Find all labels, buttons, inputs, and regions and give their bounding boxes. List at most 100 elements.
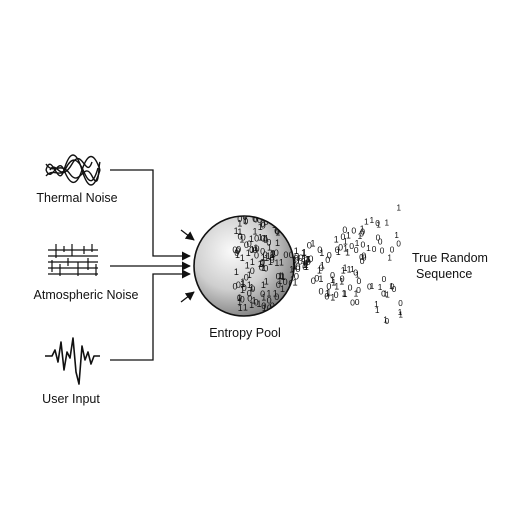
- stream-bit: 1: [346, 231, 351, 241]
- stream-bit: 1: [398, 308, 403, 317]
- sphere-bit: 1: [245, 261, 250, 271]
- entropy-pool-label: Entropy Pool: [209, 326, 281, 340]
- sphere-bit: 1: [261, 292, 266, 302]
- sphere-bit: 0: [254, 233, 259, 243]
- stream-bit: 0: [308, 254, 313, 264]
- stream-bit: 0: [351, 225, 356, 235]
- sphere-bit: 1: [279, 257, 284, 267]
- stream-bit: 0: [359, 252, 364, 262]
- stream-bit: 0: [311, 276, 316, 286]
- stream-bit: 1: [375, 305, 380, 315]
- sphere-bit: 0: [290, 222, 295, 232]
- stream-bit: 0: [298, 256, 303, 267]
- stream-bit: 1: [302, 255, 307, 266]
- sphere-bit: 0: [244, 240, 249, 250]
- stream-bit: 0: [295, 262, 300, 273]
- sphere-bit: 1: [264, 234, 269, 244]
- stream-bit: 1: [385, 219, 390, 228]
- sphere-bit: 1: [243, 303, 248, 313]
- sphere-bit: 0: [270, 248, 275, 258]
- stream-bit: 1: [366, 243, 371, 253]
- sphere-bit: 1: [240, 285, 245, 295]
- static-noise-icon: [48, 244, 98, 276]
- sphere-bit: 0: [287, 301, 292, 311]
- stream-bit: 0: [380, 245, 385, 255]
- sphere-bit: 1: [275, 238, 280, 248]
- stream-bit: 1: [292, 262, 297, 273]
- stream-bit: 0: [361, 250, 366, 260]
- sphere-bit: 1: [250, 244, 255, 254]
- output-label: True Random Sequence: [412, 250, 488, 282]
- stream-bit: 0: [319, 286, 324, 296]
- sphere-bit: 0: [261, 233, 266, 243]
- sphere-bit: 0: [243, 217, 248, 227]
- stream-bit: 0: [314, 274, 319, 284]
- stream-bit: 1: [292, 260, 297, 271]
- sphere-bit: 1: [270, 250, 275, 260]
- sphere-bit: 1: [237, 297, 242, 307]
- sphere-bit: 0: [261, 220, 266, 230]
- stream-bit: 0: [355, 297, 360, 307]
- stream-bit: 1: [292, 278, 297, 289]
- stream-bit: 1: [318, 274, 323, 284]
- stream-bit: 0: [307, 240, 312, 250]
- sphere-bit: 1: [277, 276, 282, 286]
- sphere-bit: 1: [253, 243, 258, 253]
- sphere-bit: 1: [243, 215, 248, 225]
- stream-bit: 1: [303, 260, 308, 270]
- stream-bit: 0: [378, 237, 383, 247]
- stream-bit: 0: [354, 245, 359, 255]
- stream-bit: 0: [390, 283, 395, 292]
- sphere-bit: 1: [291, 291, 296, 301]
- stream-bit: 1: [345, 247, 350, 257]
- stream-bit: 0: [357, 276, 362, 286]
- sphere-bit: 1: [268, 257, 273, 267]
- stream-bit: 0: [361, 240, 366, 250]
- stream-bit: 0: [306, 257, 311, 267]
- stream-bit: 1: [304, 262, 309, 272]
- stream-bit: 1: [358, 231, 363, 241]
- sphere-bit: 1: [261, 263, 266, 273]
- sphere-bit: 1: [247, 270, 252, 280]
- sphere-bit: 0: [283, 277, 288, 287]
- sphere-bit: 0: [235, 246, 240, 256]
- sphere-bit: 1: [250, 257, 255, 267]
- stream-bit: 0: [375, 218, 380, 228]
- sphere-bit: 1: [275, 228, 280, 238]
- sphere-bit: 1: [234, 267, 239, 277]
- stream-bit: 0: [330, 270, 335, 280]
- sphere-bit: 0: [260, 247, 265, 257]
- sphere-bit: 1: [286, 225, 291, 235]
- sphere-bit: 1: [258, 233, 263, 243]
- sphere-bit: 1: [293, 259, 298, 269]
- stream-bit: 1: [347, 265, 352, 275]
- sphere-bit: 1: [280, 271, 285, 281]
- sphere-bit: 0: [270, 253, 275, 263]
- stream-bit: 0: [294, 256, 299, 267]
- sphere-bit: 0: [241, 233, 246, 243]
- sphere-bit: 0: [267, 303, 272, 313]
- sphere-bit: 0: [255, 244, 260, 254]
- stream-bit: 1: [343, 243, 348, 253]
- sphere-bit: 1: [289, 264, 294, 274]
- sphere-bit: 0: [247, 239, 252, 249]
- sphere-bit: 1: [246, 248, 251, 258]
- sphere-bit: 0: [236, 245, 241, 255]
- sphere-bit: 0: [276, 280, 281, 290]
- sphere-bit: 0: [275, 227, 280, 237]
- sphere-bit: 1: [235, 250, 240, 260]
- sphere-bit: 0: [250, 284, 255, 294]
- stream-bit: 1: [385, 291, 390, 300]
- sphere-bit: 1: [291, 269, 296, 279]
- sphere-bit: 0: [232, 245, 237, 255]
- sphere-bit: 0: [283, 250, 288, 260]
- sphere-bit: 0: [247, 288, 252, 298]
- stream-bit: 0: [392, 285, 397, 294]
- sphere-bit: 1: [271, 249, 276, 259]
- sphere-bit: 1: [264, 253, 269, 263]
- sphere-bit: 1: [274, 258, 279, 268]
- stream-bit: 0: [381, 289, 386, 299]
- output-label-line1: True Random: [412, 251, 488, 265]
